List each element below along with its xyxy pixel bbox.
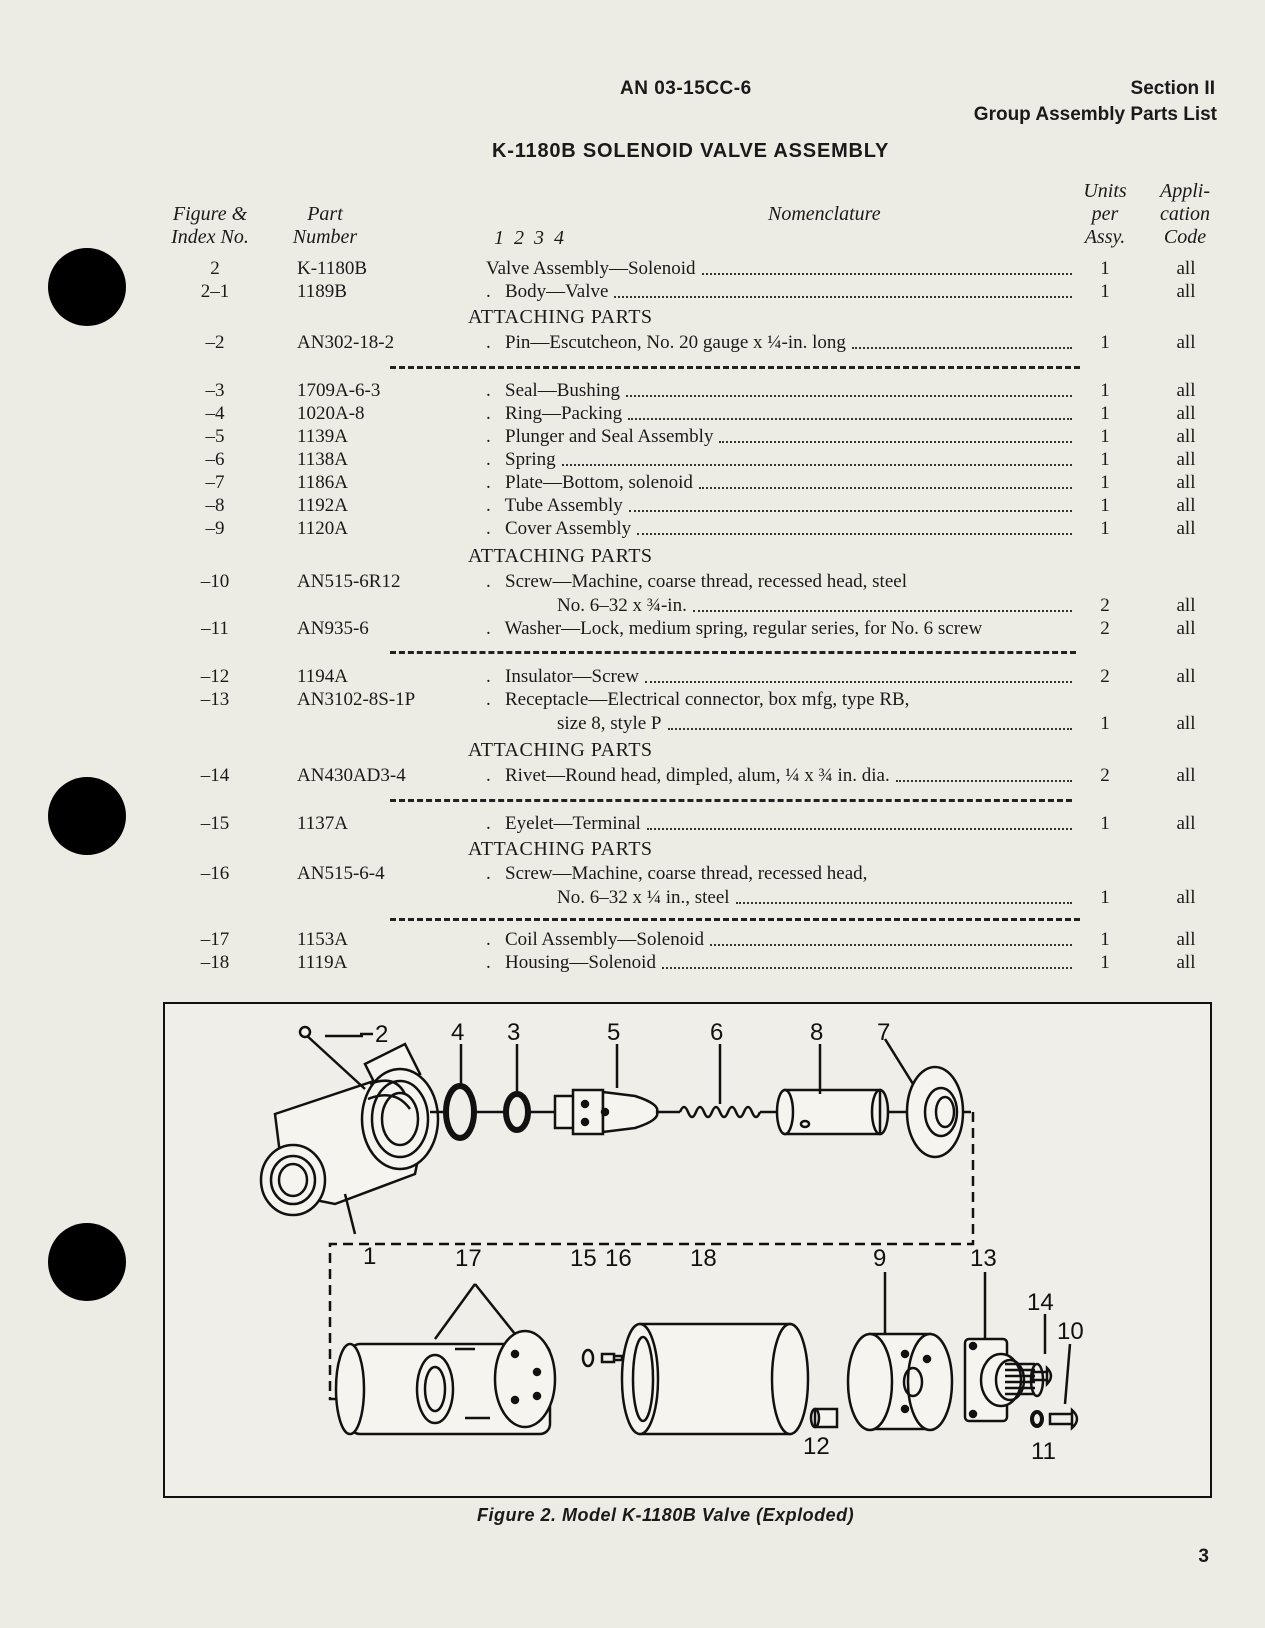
divider — [390, 366, 1080, 369]
electrical-receptacle-part — [963, 1272, 1045, 1423]
exploded-view-drawing: 1 2 3 4 5 6 7 8 9 10 11 12 13 14 15 16 1… — [259, 1019, 1084, 1465]
callout-7: 7 — [877, 1019, 890, 1046]
callout-8: 8 — [810, 1019, 823, 1046]
callout-2: 2 — [375, 1021, 388, 1048]
callout-5: 5 — [607, 1019, 620, 1046]
callout-15: 15 — [570, 1245, 597, 1272]
callout-3: 3 — [507, 1019, 520, 1046]
col-header-nomenclature: Nomenclature — [768, 203, 881, 225]
valve-body-part — [259, 1042, 440, 1235]
attaching-parts-heading: ATTACHING PARTS — [468, 306, 653, 328]
machine-screw-part — [1048, 1407, 1079, 1431]
tube-assembly-part — [775, 1088, 890, 1136]
divider — [390, 651, 1076, 654]
binder-hole-middle — [48, 777, 126, 855]
packing-ring-part — [443, 1083, 477, 1141]
callout-10: 10 — [1057, 1318, 1084, 1345]
section-title: Group Assembly Parts List — [973, 104, 1217, 125]
col-header-levels: 1 2 3 4 — [494, 227, 564, 249]
callout-12: 12 — [803, 1433, 830, 1460]
bushing-seal-part — [503, 1091, 531, 1133]
callout-11: 11 — [1031, 1438, 1056, 1465]
callout-1: 1 — [363, 1243, 376, 1270]
attaching-parts-heading: ATTACHING PARTS — [468, 838, 653, 860]
escutcheon-pin-part — [304, 1033, 366, 1090]
callout-13: 13 — [970, 1245, 997, 1272]
callout-9: 9 — [873, 1245, 886, 1272]
binder-hole-bottom — [48, 1223, 126, 1301]
document-number: AN 03-15CC-6 — [620, 78, 752, 99]
col-header-index: Figure &Index No. — [171, 203, 249, 248]
callout-18: 18 — [690, 1245, 717, 1272]
section-label: Section II — [1130, 78, 1215, 99]
callout-14: 14 — [1027, 1289, 1054, 1316]
exploded-view-figure: 1 2 3 4 5 6 7 8 9 10 11 12 13 14 15 16 1… — [163, 1002, 1212, 1498]
callout-6: 6 — [710, 1019, 723, 1046]
divider — [390, 918, 1080, 921]
callout-16: 16 — [605, 1245, 632, 1272]
terminal-eyelet-part — [581, 1348, 595, 1368]
callout-4: 4 — [451, 1019, 464, 1046]
solenoid-housing-part — [620, 1322, 810, 1436]
attaching-parts-heading: ATTACHING PARTS — [468, 739, 653, 761]
bottom-plate-part — [905, 1065, 965, 1159]
figure-caption: Figure 2. Model K-1180B Valve (Exploded) — [477, 1505, 855, 1525]
plunger-seal-assembly-part — [553, 1088, 659, 1136]
coil-assembly-part — [334, 1283, 557, 1436]
page-title: K-1180B SOLENOID VALVE ASSEMBLY — [492, 140, 890, 162]
terminal-screw-part — [600, 1352, 624, 1364]
lock-washer-part — [1030, 1410, 1044, 1428]
screw-insulator-part — [809, 1407, 839, 1429]
binder-hole-top — [48, 248, 126, 326]
page-number: 3 — [1198, 1546, 1209, 1567]
cover-assembly-part — [846, 1272, 954, 1432]
callout-17: 17 — [455, 1245, 482, 1272]
rivet-part — [1031, 1364, 1053, 1388]
divider — [390, 799, 1072, 802]
attaching-parts-heading: ATTACHING PARTS — [468, 545, 653, 567]
spring-part — [678, 1105, 762, 1119]
